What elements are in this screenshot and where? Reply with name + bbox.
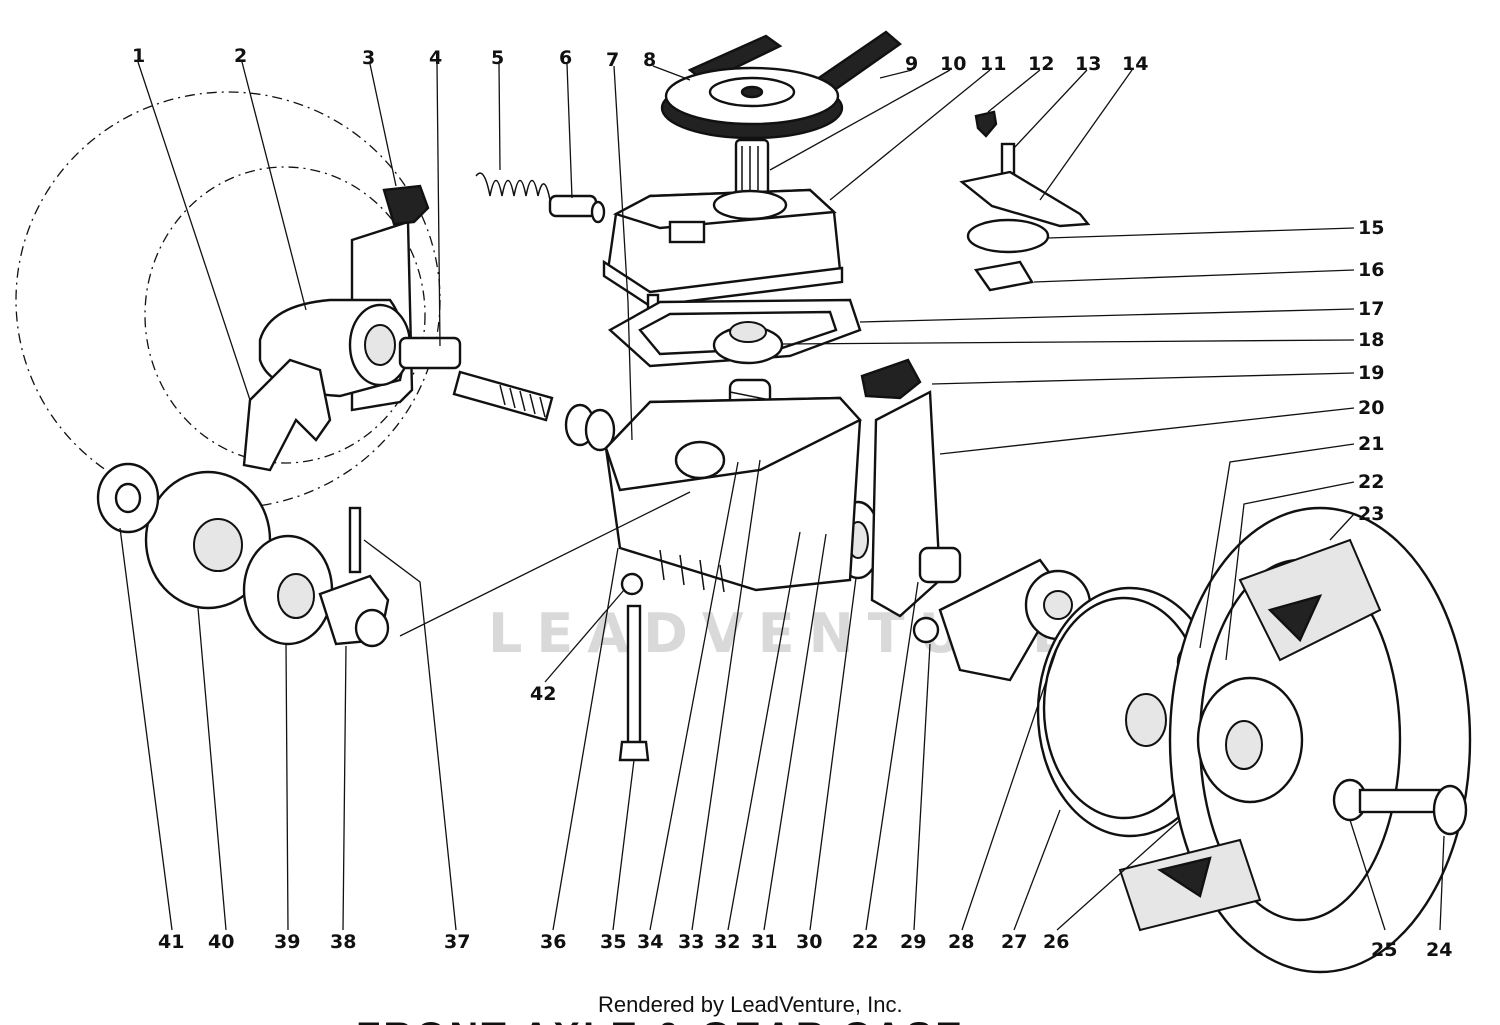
part-2-hub-housing bbox=[258, 298, 412, 398]
callout-number: 6 bbox=[559, 47, 572, 69]
callout-number: 22 bbox=[852, 931, 878, 953]
part-6-pin bbox=[548, 194, 606, 224]
callout-number: 32 bbox=[714, 931, 740, 953]
part-10-splined-shaft bbox=[734, 138, 770, 197]
credit-line: Rendered by LeadVenture, Inc. bbox=[598, 992, 903, 1017]
leader-lines bbox=[119, 61, 1445, 931]
callout-number: 18 bbox=[1358, 329, 1384, 351]
callout-number: 29 bbox=[900, 931, 926, 953]
part-35-bolt bbox=[618, 604, 650, 762]
callout-number: 17 bbox=[1358, 298, 1384, 320]
callout-number: 25 bbox=[1371, 939, 1397, 961]
callout-number: 13 bbox=[1075, 53, 1101, 75]
part-11-gear-case-cover bbox=[602, 188, 844, 308]
part-18-bushing bbox=[712, 321, 784, 365]
callout-number: 1 bbox=[132, 45, 145, 67]
callout-number: 33 bbox=[678, 931, 704, 953]
diagram-title: FRONT AXLE & GEAR CASE bbox=[356, 1015, 965, 1025]
callout-number: 24 bbox=[1426, 939, 1452, 961]
part-1-shift-fork bbox=[242, 358, 332, 472]
callout-number: 23 bbox=[1358, 503, 1384, 525]
part-8-pulley bbox=[660, 66, 844, 140]
part-4-axle-shaft bbox=[398, 336, 554, 422]
callout-number: 12 bbox=[1028, 53, 1054, 75]
callout-number: 41 bbox=[158, 931, 184, 953]
callout-number: 20 bbox=[1358, 397, 1384, 419]
callout-number: 38 bbox=[330, 931, 356, 953]
callout-number: 15 bbox=[1358, 217, 1384, 239]
part-29-bracket bbox=[912, 546, 1092, 682]
callout-number: 27 bbox=[1001, 931, 1027, 953]
callout-number: 16 bbox=[1358, 259, 1384, 281]
callout-number: 40 bbox=[208, 931, 234, 953]
callout-number: 4 bbox=[429, 47, 442, 69]
callout-number: 19 bbox=[1358, 362, 1384, 384]
callout-number: 34 bbox=[637, 931, 663, 953]
callout-number: 9 bbox=[905, 53, 918, 75]
callout-number: 3 bbox=[362, 47, 375, 69]
callout-number: 7 bbox=[606, 49, 619, 71]
callout-number: 37 bbox=[444, 931, 470, 953]
part-37-roll-pin bbox=[348, 506, 362, 574]
callout-number: 2 bbox=[234, 45, 247, 67]
part-38-coupling bbox=[318, 574, 390, 648]
part-39-collar bbox=[242, 534, 334, 646]
callout-number: 8 bbox=[643, 49, 656, 71]
part-36-gear-case-housing bbox=[604, 396, 862, 593]
callout-number: 21 bbox=[1358, 433, 1384, 455]
callout-number: 26 bbox=[1043, 931, 1069, 953]
callout-number: 22 bbox=[1358, 471, 1384, 493]
callout-number: 42 bbox=[530, 683, 556, 705]
callout-number: 36 bbox=[540, 931, 566, 953]
part-41-washer bbox=[96, 462, 160, 534]
callout-number: 39 bbox=[274, 931, 300, 953]
parts-12-16-hardware bbox=[959, 110, 1091, 292]
callout-number: 5 bbox=[491, 47, 504, 69]
callout-number: 30 bbox=[796, 931, 822, 953]
callout-number: 10 bbox=[940, 53, 966, 75]
part-42-lock-washer bbox=[620, 572, 644, 596]
part-5-spring bbox=[475, 172, 551, 201]
callout-number: 14 bbox=[1122, 53, 1148, 75]
callout-number: 28 bbox=[948, 931, 974, 953]
callout-number: 35 bbox=[600, 931, 626, 953]
callout-number: 31 bbox=[751, 931, 777, 953]
callout-number: 11 bbox=[980, 53, 1006, 75]
part-28-wheel-hub bbox=[1196, 676, 1304, 804]
